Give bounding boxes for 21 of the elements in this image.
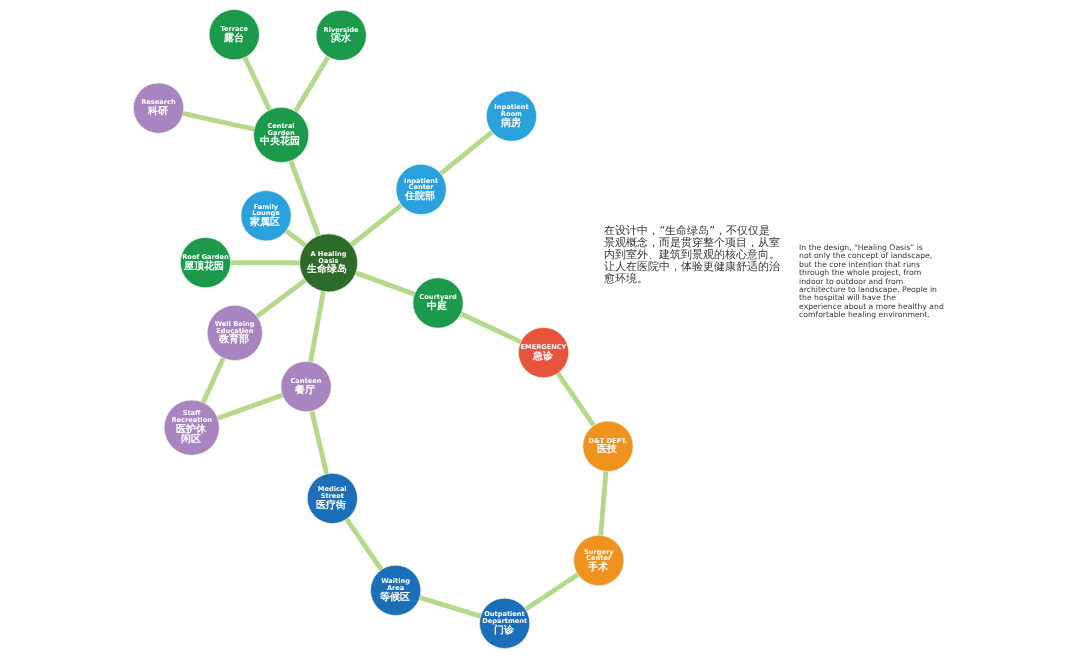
connector [242, 56, 272, 111]
connector [308, 410, 329, 475]
connector [459, 311, 522, 345]
label: 在设计中，“生命绿岛”，不仅仅是景观概念，而是贯穿整个项目，从室内到室外、建筑到景观的核心意向。让人在医院中，体验更健康舒适的治愈环境。 [603, 223, 780, 286]
connector [344, 517, 383, 571]
connector [523, 572, 579, 612]
connector [418, 595, 481, 619]
connector [284, 229, 307, 248]
connector [182, 111, 255, 132]
connector [349, 203, 403, 247]
connector [438, 130, 493, 176]
connector [200, 357, 226, 404]
connector [555, 372, 596, 427]
connector [292, 55, 330, 113]
connector [354, 270, 415, 297]
connector [230, 260, 300, 266]
connector [288, 160, 321, 237]
connector [307, 291, 326, 363]
connector [597, 471, 608, 536]
connector [216, 392, 283, 421]
connector [255, 278, 307, 319]
